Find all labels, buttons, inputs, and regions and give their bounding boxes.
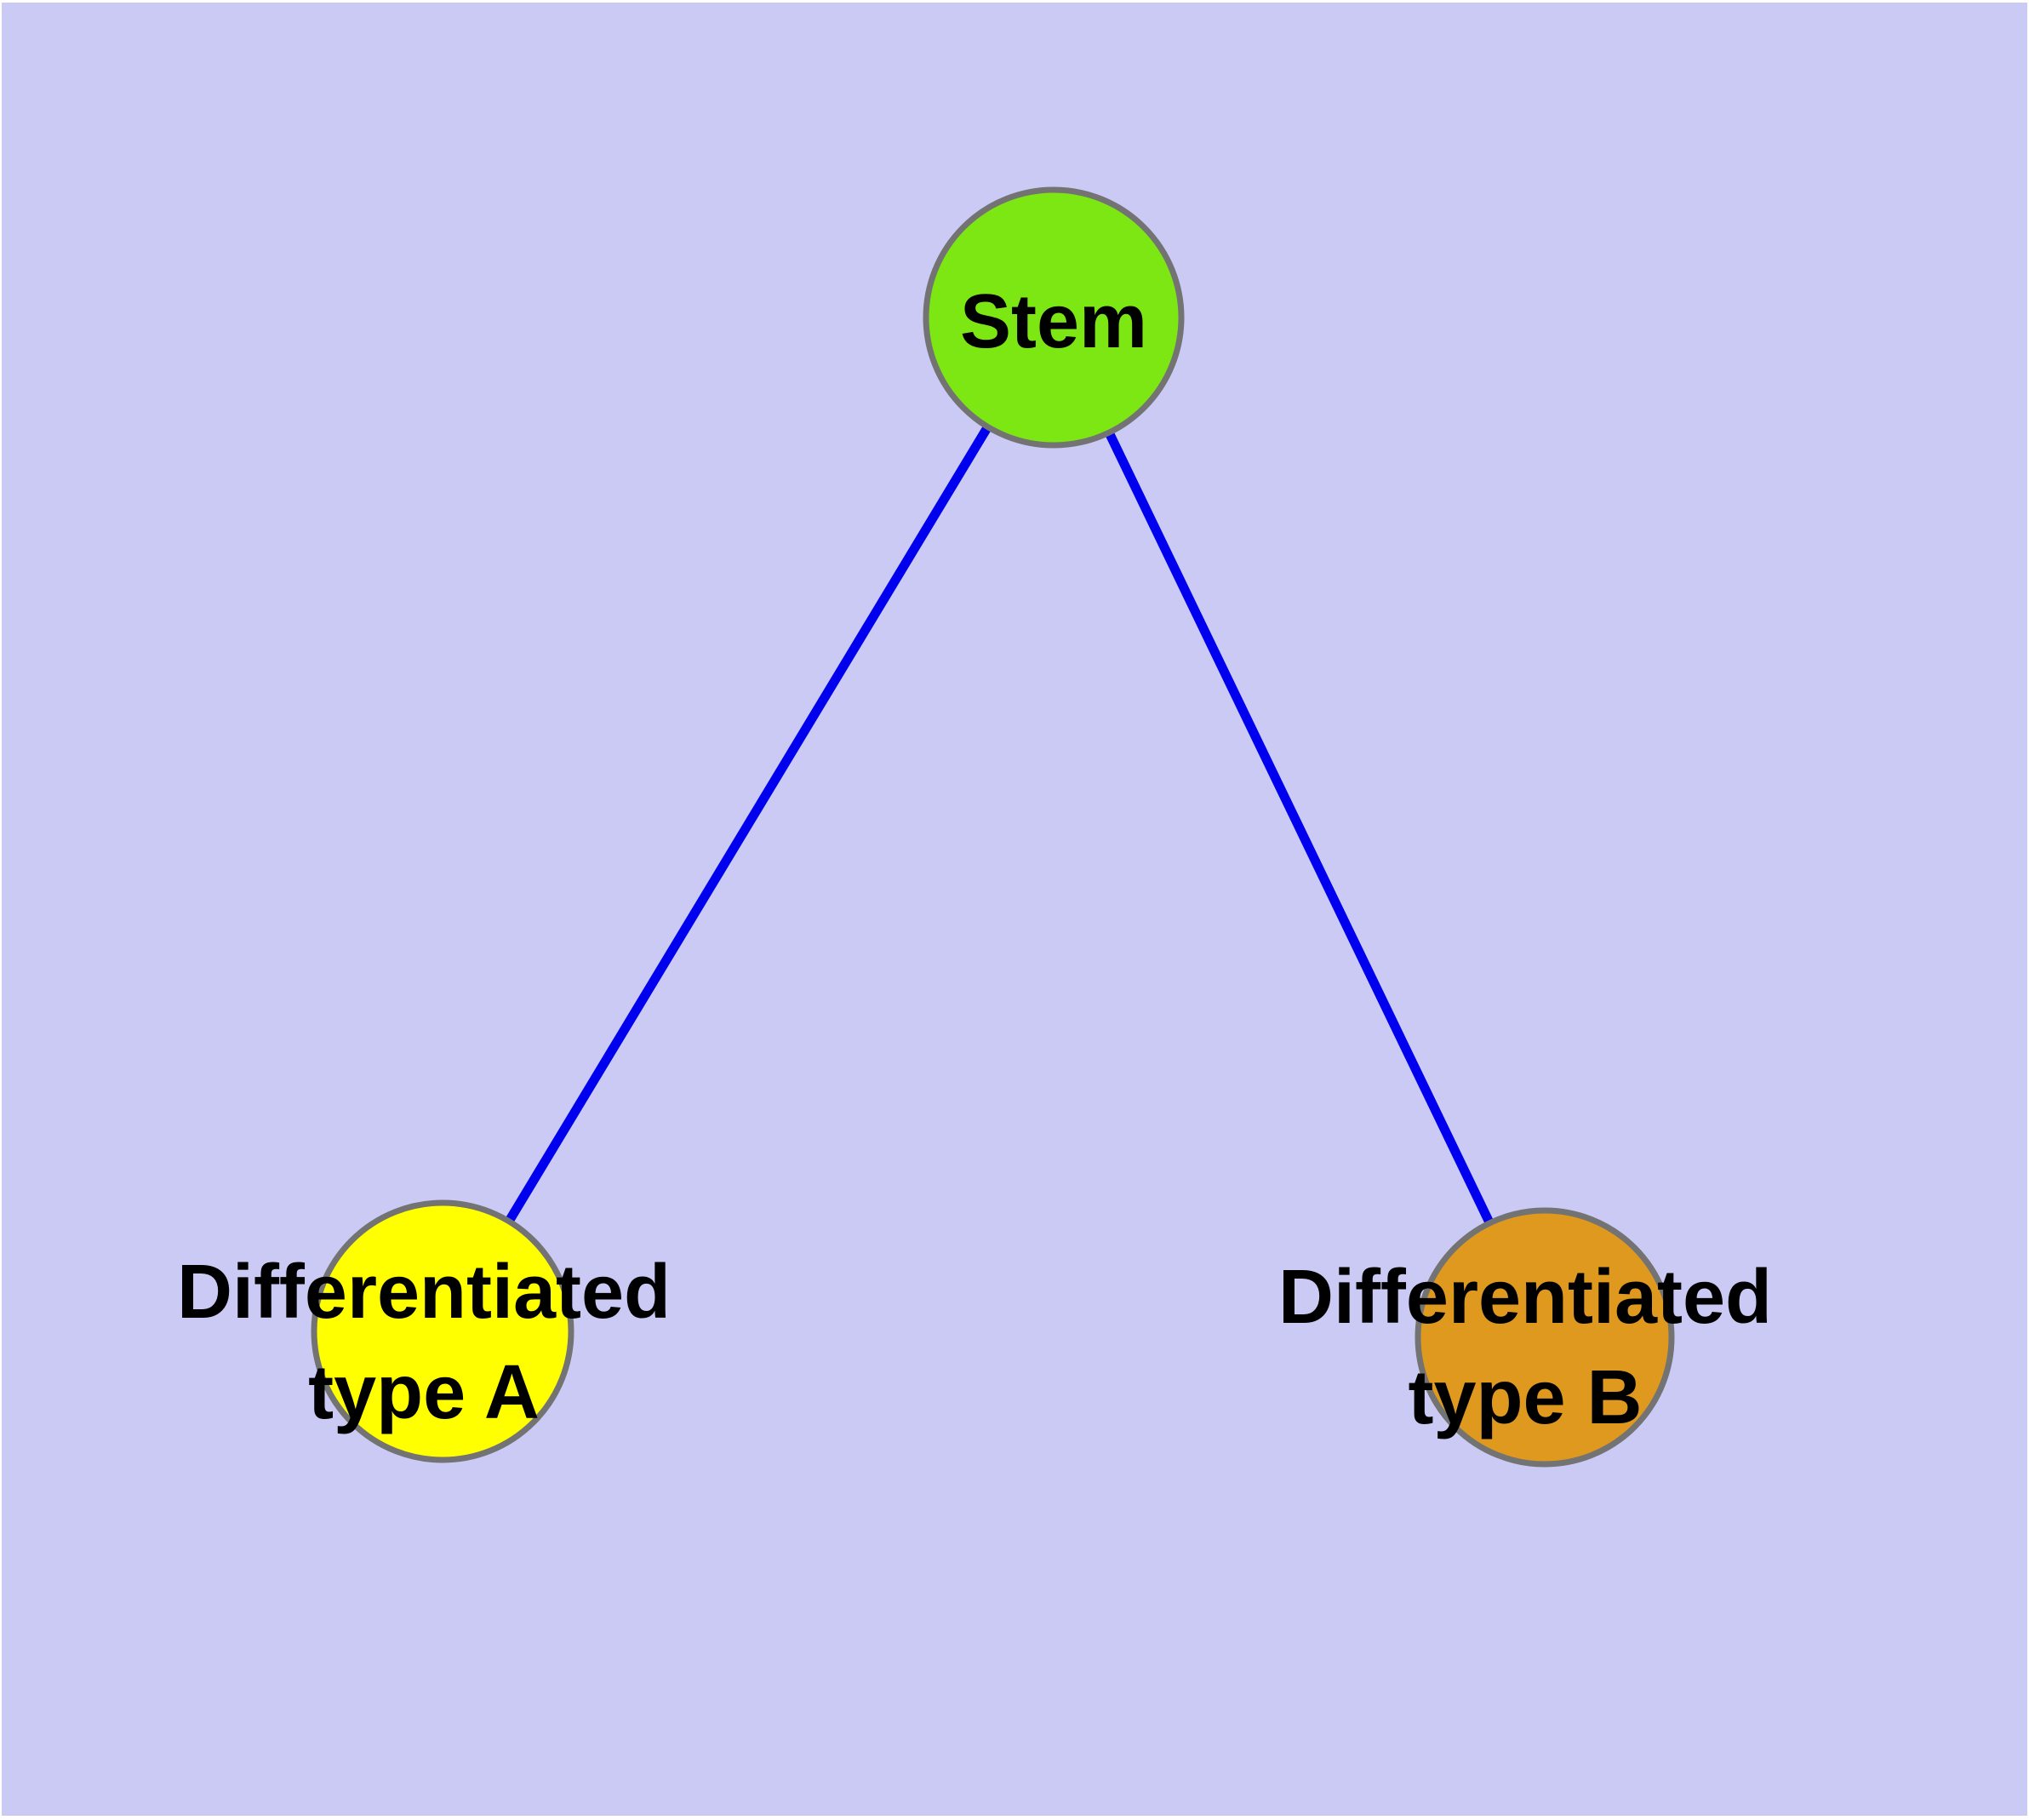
node-type-a-label-line1: Differentiated: [177, 1250, 671, 1335]
node-stem-circle: [923, 186, 1185, 449]
edge-stem-to-type-b: [1049, 315, 1549, 1340]
node-differentiated-type-a: Differentiated type A: [177, 1199, 671, 1463]
node-type-b-label-line2: type B: [1408, 1355, 1642, 1440]
node-type-b-label-line1: Differentiated: [1278, 1255, 1772, 1340]
node-type-b-circle: [1415, 1207, 1675, 1468]
node-stem-label: Stem: [960, 279, 1147, 364]
node-type-a-label-line2: type A: [308, 1350, 540, 1435]
edges: [438, 315, 1549, 1340]
node-stem: Stem: [923, 186, 1185, 449]
node-type-a-circle: [311, 1199, 574, 1463]
node-differentiated-type-b: Differentiated type B: [1278, 1207, 1772, 1468]
edge-stem-to-type-a: [438, 315, 1058, 1334]
